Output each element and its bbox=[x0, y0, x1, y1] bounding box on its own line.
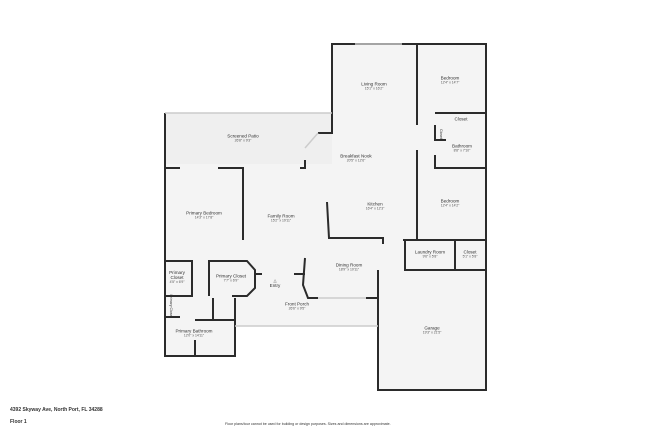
room-name: Closet bbox=[439, 129, 443, 139]
room-dim: 8'8" x 7'10" bbox=[453, 148, 471, 153]
wall bbox=[218, 167, 244, 240]
screen bbox=[304, 132, 319, 149]
room-name: Front Porch bbox=[285, 301, 309, 307]
room-label: △Entry bbox=[270, 278, 281, 288]
room-name: Garage bbox=[424, 325, 440, 331]
room-name: Primary Closet bbox=[169, 270, 185, 280]
room-dim: 4'5" x 6'9" bbox=[169, 280, 185, 284]
room-dim: 16'4" x 12'3" bbox=[365, 206, 385, 211]
room-dim: 7'7" x 6'9" bbox=[223, 278, 239, 283]
wall bbox=[300, 160, 306, 169]
room-label: Closet bbox=[439, 129, 443, 139]
room-name: Bedroom bbox=[440, 198, 460, 204]
floor-right-wing bbox=[417, 44, 486, 240]
room-dim: 26'6" x 9'5" bbox=[288, 306, 306, 311]
room-name: Primary Closet bbox=[215, 273, 247, 279]
wall bbox=[404, 240, 486, 271]
room-dim: 14'3" x 17'8" bbox=[194, 215, 214, 220]
room-name: Primary Bathroom bbox=[175, 328, 213, 334]
room-dim: 12'0" x 14'11" bbox=[183, 333, 205, 338]
room-dim: 5'1" x 5'8" bbox=[462, 254, 478, 259]
room-name: Primary Bedroom bbox=[186, 210, 222, 216]
room-name: Kitchen bbox=[367, 201, 383, 207]
floor-patio bbox=[165, 113, 332, 168]
wall bbox=[301, 257, 318, 299]
room-name: Laundry Room bbox=[414, 249, 446, 255]
room-name: Bedroom bbox=[440, 75, 460, 81]
room-label: Primary Closet bbox=[169, 295, 173, 318]
room-name: Dining Room bbox=[335, 262, 363, 268]
room-dim: 26'8" x 9'3" bbox=[234, 138, 252, 143]
room-name: Family Room bbox=[267, 213, 295, 219]
wall bbox=[208, 260, 256, 297]
floor-living bbox=[332, 44, 418, 164]
wall bbox=[165, 260, 193, 297]
room-name: Bathroom bbox=[452, 143, 472, 149]
disclaimer: Floor plans/tour cannot be used for buil… bbox=[225, 422, 391, 426]
wall bbox=[331, 43, 487, 391]
room-dim: 19'3" x 21'5" bbox=[422, 330, 442, 335]
room-name: Closet bbox=[463, 249, 477, 255]
room-name: Primary Closet bbox=[169, 294, 173, 318]
entry-icon: △ bbox=[273, 278, 277, 283]
room-dim: 20'5" x 12'6" bbox=[346, 158, 366, 163]
room-dim: 12'4" x 14'7" bbox=[440, 80, 460, 85]
wall bbox=[326, 201, 384, 239]
room-dim: 9'6" x 5'8" bbox=[422, 254, 438, 259]
floor-garage bbox=[378, 270, 486, 390]
room-dim: 15'2" x 19'11" bbox=[270, 218, 292, 223]
room-name: Living Room bbox=[361, 81, 387, 87]
room-dim: 18'9" x 10'11" bbox=[338, 267, 360, 272]
room-name: Closet bbox=[454, 116, 468, 122]
floor-label: Floor 1 bbox=[10, 419, 27, 425]
room-name: Screened Patio bbox=[227, 133, 259, 139]
room-dim: 15'1" x 16'2" bbox=[364, 86, 384, 91]
room-name: Entry bbox=[269, 283, 281, 288]
room-label: Closet bbox=[454, 117, 467, 122]
floor-bath bbox=[165, 320, 235, 356]
room-dim: 12'4" x 14'2" bbox=[440, 203, 460, 208]
wall bbox=[164, 113, 236, 357]
wall bbox=[434, 125, 446, 141]
room-name: Breakfast Nook bbox=[340, 153, 372, 159]
wall bbox=[434, 155, 486, 169]
wall bbox=[318, 113, 333, 134]
address: 4392 Skyway Ave, North Port, FL 34288 bbox=[10, 407, 103, 413]
